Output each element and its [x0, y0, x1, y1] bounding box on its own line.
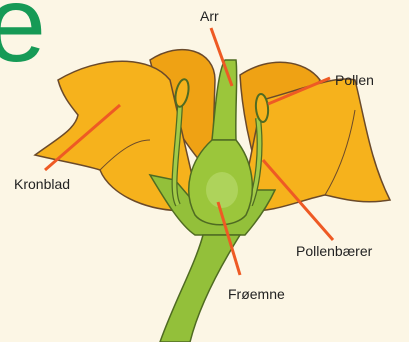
- label-petal: Kronblad: [14, 176, 70, 192]
- label-ovary: Frøemne: [228, 286, 285, 302]
- label-stigma: Arr: [200, 8, 219, 24]
- ovary-highlight: [206, 172, 238, 208]
- label-stamen: Pollenbærer: [296, 243, 372, 259]
- label-pollen: Pollen: [335, 72, 374, 88]
- pistil-style: [212, 60, 237, 140]
